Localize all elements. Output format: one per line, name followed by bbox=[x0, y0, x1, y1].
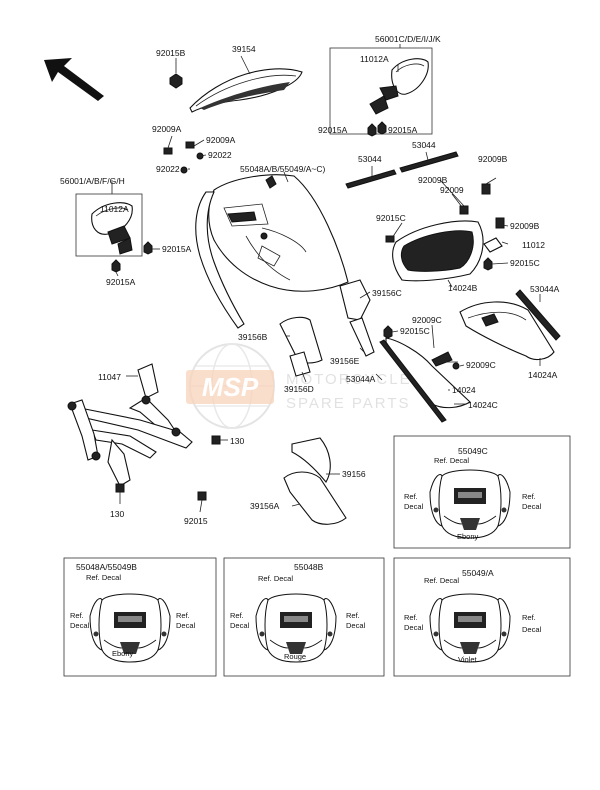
label-92009B-r: 92009B bbox=[510, 221, 540, 231]
label-92009B-mid: 92009B bbox=[418, 175, 448, 185]
label-39156D: 39156D bbox=[284, 384, 314, 394]
inset-b-ref-right-1: Ref. bbox=[346, 611, 360, 620]
label-56001A: 56001/A/B/F/G/H bbox=[60, 176, 125, 186]
inset-d-ref-left-2: Decal bbox=[404, 623, 424, 632]
label-56001C: 56001C/D/E/I/J/K bbox=[375, 34, 441, 44]
watermark-line1: MOTORCYCLE bbox=[286, 371, 412, 388]
label-53044-2: 53044 bbox=[412, 140, 436, 150]
inset-c-code: 55049C bbox=[458, 446, 488, 456]
front-direction-arrow bbox=[44, 58, 104, 101]
label-92009B-top: 92009B bbox=[478, 154, 508, 164]
label-39156A: 39156A bbox=[250, 501, 280, 511]
label-92015A-left: 92015A bbox=[162, 244, 192, 254]
label-92015B: 92015B bbox=[156, 48, 186, 58]
inset-b-ref-left-1: Ref. bbox=[230, 611, 244, 620]
inset-d-ref-right-2: Decal bbox=[522, 625, 542, 634]
label-92009C-2: 92009C bbox=[466, 360, 496, 370]
label-14024C: 14024C bbox=[468, 400, 498, 410]
inset-c-ref-left-2: Decal bbox=[404, 502, 424, 511]
label-92015C-3: 92015C bbox=[400, 326, 430, 336]
inset-a-ref-left-1: Ref. bbox=[70, 611, 84, 620]
inset-b-ref-left-2: Decal bbox=[230, 621, 250, 630]
inset-c-ref-right-1: Ref. bbox=[522, 492, 536, 501]
inset-b-color: Rouge bbox=[284, 652, 306, 661]
label-92015A-r: 92015A bbox=[388, 125, 418, 135]
inset-d-ref-left-1: Ref. bbox=[404, 613, 418, 622]
inset-a-ref-top: Ref. Decal bbox=[86, 573, 121, 582]
watermark-logo: MSP bbox=[202, 372, 259, 402]
windscreen bbox=[189, 68, 303, 113]
label-92015C-2: 92015C bbox=[510, 258, 540, 268]
inset-d-code: 55049/A bbox=[462, 568, 494, 578]
label-11047: 11047 bbox=[98, 372, 121, 382]
label-39156B: 39156B bbox=[238, 332, 268, 342]
label-130-1: 130 bbox=[230, 436, 244, 446]
part-labels: 92015B 39154 56001C/D/E/I/J/K 11012A 920… bbox=[60, 34, 560, 526]
small-covers bbox=[279, 279, 375, 377]
upper-cowl bbox=[195, 174, 349, 329]
cowl-fasteners bbox=[163, 141, 204, 174]
right-side-panel bbox=[459, 289, 561, 361]
inset-d-ref-top: Ref. Decal bbox=[424, 576, 459, 585]
label-39156: 39156 bbox=[342, 469, 366, 479]
label-92009C-1: 92009C bbox=[412, 315, 442, 325]
inset-a-ref-right-2: Decal bbox=[176, 621, 196, 630]
label-92015A-l: 92015A bbox=[318, 125, 348, 135]
fairing-stay bbox=[67, 363, 221, 501]
label-92009-mid: 92009 bbox=[440, 185, 464, 195]
inset-d-ref-right-1: Ref. bbox=[522, 613, 536, 622]
label-53044A: 53044A bbox=[530, 284, 560, 294]
decal-inset-55048A: 55048A/55049B Ref. Decal Ref. Decal Ref.… bbox=[63, 557, 217, 677]
label-130-2: 130 bbox=[110, 509, 124, 519]
inset-a-ref-left-2: Decal bbox=[70, 621, 90, 630]
label-92009A-2: 92009A bbox=[206, 135, 236, 145]
inset-b-ref-top: Ref. Decal bbox=[258, 574, 293, 583]
label-14024A: 14024A bbox=[528, 370, 558, 380]
decal-inset-55048B: 55048B Ref. Decal Ref. Decal Ref. Decal … bbox=[223, 557, 385, 677]
fastener-92015B bbox=[169, 73, 183, 89]
inset-c-ref-left-1: Ref. bbox=[404, 492, 418, 501]
label-92009A-1: 92009A bbox=[152, 124, 182, 134]
inset-c-ref-right-2: Decal bbox=[522, 502, 542, 511]
label-92015: 92015 bbox=[184, 516, 208, 526]
label-39154: 39154 bbox=[232, 44, 256, 54]
label-55048A: 55048A/B/55049/A~C) bbox=[240, 164, 325, 174]
inset-a-color: Ebony bbox=[112, 649, 134, 658]
decal-inset-55049C: 55049C Ref. Decal Ref. Decal Ref. Decal … bbox=[393, 435, 571, 549]
label-92015A-left2: 92015A bbox=[106, 277, 136, 287]
label-39156C: 39156C bbox=[372, 288, 402, 298]
fastener-92015C bbox=[383, 325, 393, 339]
inset-b-code: 55048B bbox=[294, 562, 324, 572]
inset-c-color: Ebony bbox=[457, 532, 479, 541]
watermark-line2: SPARE PARTS bbox=[286, 395, 411, 412]
label-53044A-2: 53044A bbox=[346, 374, 376, 384]
trim-strips bbox=[345, 151, 459, 189]
inset-a-ref-right-1: Ref. bbox=[176, 611, 190, 620]
watermark: MSP MOTORCYCLE SPARE PARTS bbox=[186, 343, 412, 429]
inset-c-ref-top: Ref. Decal bbox=[434, 456, 469, 465]
label-14024: 14024 bbox=[452, 385, 476, 395]
left-mirror bbox=[75, 193, 153, 273]
label-53044-1: 53044 bbox=[358, 154, 382, 164]
label-92022-1: 92022 bbox=[208, 150, 232, 160]
decal-inset-55049A: 55049/A Ref. Decal Ref. Decal Ref. Decal… bbox=[393, 557, 571, 677]
label-11012A-top: 11012A bbox=[360, 54, 389, 64]
label-39156E: 39156E bbox=[330, 356, 360, 366]
inset-d-color: Violet bbox=[458, 655, 478, 664]
label-11012: 11012 bbox=[522, 240, 545, 250]
label-11012A-left: 11012A bbox=[100, 204, 129, 214]
label-14024B: 14024B bbox=[448, 283, 478, 293]
right-mirror bbox=[329, 47, 433, 137]
label-92015C-1: 92015C bbox=[376, 213, 406, 223]
lower-covers bbox=[283, 437, 347, 525]
inner-panel bbox=[385, 183, 505, 282]
label-92022-2: 92022 bbox=[156, 164, 180, 174]
inset-a-code: 55048A/55049B bbox=[76, 562, 137, 572]
inset-b-ref-right-2: Decal bbox=[346, 621, 366, 630]
